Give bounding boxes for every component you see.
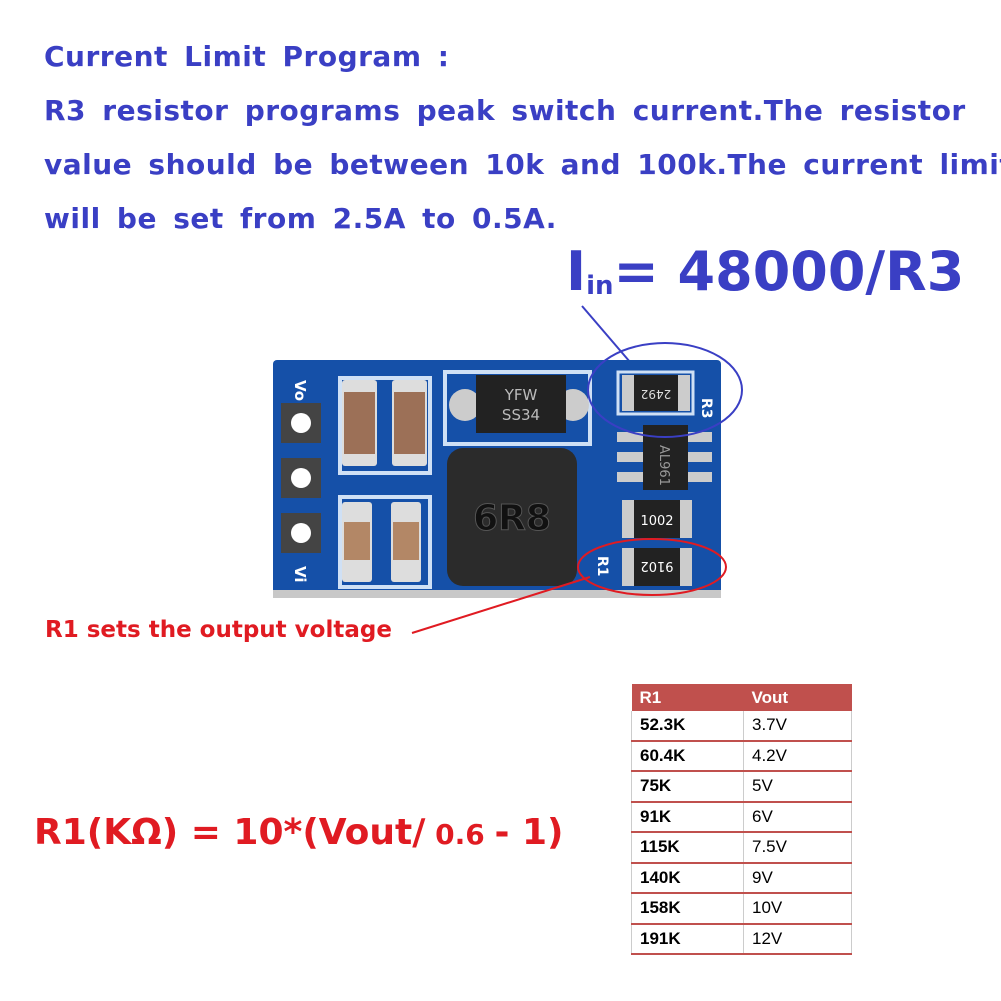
r1-callout-line: [411, 576, 591, 634]
diode-marking: YFW: [504, 386, 538, 404]
formula-subscript: in: [586, 271, 614, 301]
r3-callout-line: [581, 305, 631, 363]
description-line: R3 resistor programs peak switch current…: [44, 94, 966, 127]
r1-value: 60.4K: [631, 740, 744, 772]
vi-label: Vi: [291, 566, 309, 583]
vout-value: 7.5V: [743, 832, 852, 864]
vo-label: Vo: [291, 380, 309, 401]
diode: [476, 375, 566, 433]
diode-marking: SS34: [502, 406, 540, 424]
ic-marking: AL961: [656, 445, 671, 486]
description-line: value should be between 10k and 100k.The…: [44, 148, 1001, 181]
resistor-marking: 1002: [640, 514, 673, 529]
vout-value: 12V: [743, 923, 852, 955]
column-header: R1: [631, 684, 744, 711]
r1-value: 52.3K: [631, 711, 744, 742]
current-limit-formula: Iin= 48000/R3: [566, 240, 964, 303]
r3-resistor: [634, 375, 678, 411]
vout-value: 5V: [743, 771, 852, 803]
r1-value: 115K: [631, 832, 744, 864]
r3-label: R3: [698, 398, 714, 419]
r1-marking: 9102: [640, 558, 673, 573]
r1-value: 191K: [631, 923, 744, 955]
formula-expression: = 48000/R3: [613, 240, 965, 303]
vout-value: 6V: [743, 801, 852, 833]
formula-part: R1(KΩ) = 10*(Vout/: [34, 812, 426, 853]
r1-value: 75K: [631, 771, 744, 803]
r3-highlight-ellipse: [587, 342, 743, 438]
r1-highlight-ellipse: [577, 538, 727, 596]
r3-marking: 2492: [641, 387, 672, 401]
capacitors: [338, 376, 432, 589]
formula-part: 0.6: [425, 818, 495, 851]
r1-formula: R1(KΩ) = 10*(Vout/ 0.6 - 1): [34, 812, 564, 853]
column-header: Vout: [743, 684, 852, 711]
r1-value: 158K: [631, 893, 744, 925]
vout-value: 4.2V: [743, 740, 852, 772]
vout-value: 9V: [743, 862, 852, 894]
r1-note: R1 sets the output voltage: [45, 617, 392, 643]
formula-part: - 1): [494, 812, 564, 853]
formula-symbol: I: [566, 240, 587, 303]
r1-value: 140K: [631, 862, 744, 894]
vout-value: 10V: [743, 893, 852, 925]
inductor-marking: 6R8: [473, 498, 551, 539]
r1-resistor: [634, 548, 680, 586]
vout-value: 3.7V: [743, 711, 852, 742]
r1-label: R1: [594, 556, 610, 577]
r1-value: 91K: [631, 801, 744, 833]
resistor: [634, 500, 680, 538]
inductor: [447, 448, 577, 586]
description-line: will be set from 2.5A to 0.5A.: [44, 202, 557, 235]
heading: Current Limit Program :: [44, 40, 450, 73]
